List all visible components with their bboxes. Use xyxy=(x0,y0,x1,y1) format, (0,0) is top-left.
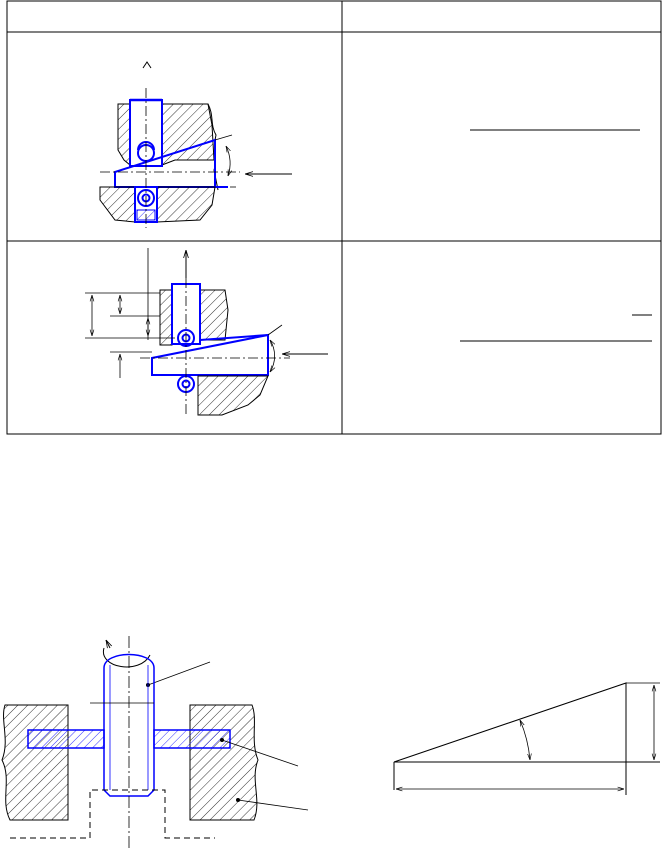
mechanism-drawing-2 xyxy=(85,248,328,416)
angle-dimension-1 xyxy=(226,146,230,176)
wedge-outline xyxy=(393,682,627,763)
upper-housing-right xyxy=(161,103,215,166)
left-block xyxy=(1,704,69,821)
wedge-geometry xyxy=(393,682,660,795)
plate-right xyxy=(153,729,231,749)
leader-plate xyxy=(221,739,299,767)
leader-shaft xyxy=(147,661,211,686)
upper-housing-right-2 xyxy=(199,289,229,341)
lower-housing-2 xyxy=(197,375,269,416)
wedge-angle-dimension xyxy=(520,720,530,760)
caret-mark xyxy=(142,61,152,69)
lower-housing-left xyxy=(99,186,136,223)
shaft xyxy=(103,653,155,790)
upper-housing-left-2 xyxy=(159,289,173,346)
right-block xyxy=(189,704,259,821)
hidden-support xyxy=(10,789,215,839)
lower-housing-right xyxy=(156,186,216,223)
angle-dimension-2 xyxy=(270,340,275,372)
rotation-arrow-icon xyxy=(103,647,151,668)
wedge-2 xyxy=(151,333,269,376)
mechanism-drawing-1 xyxy=(99,61,292,228)
mechanism-table xyxy=(6,0,662,435)
assembly-drawing xyxy=(1,636,309,850)
upper-housing-left xyxy=(117,103,131,167)
plate-left xyxy=(27,729,105,749)
table-border xyxy=(6,0,662,435)
leader-block xyxy=(237,799,309,811)
